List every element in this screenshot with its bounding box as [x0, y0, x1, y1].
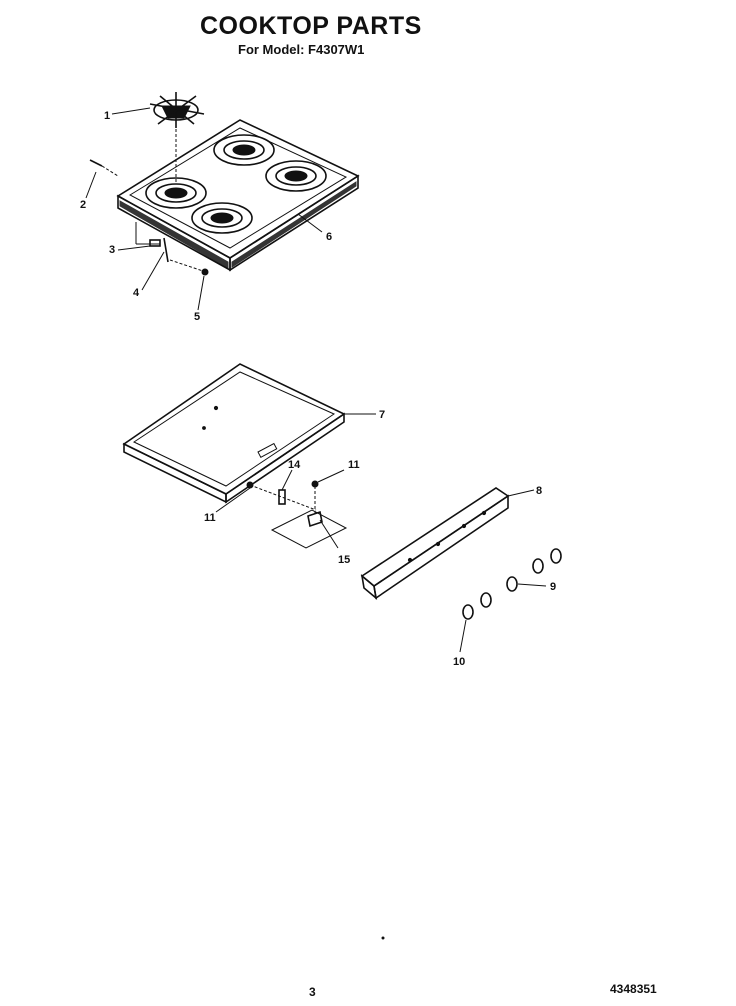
callout-11-left: 11: [204, 512, 216, 524]
callout-9: 9: [550, 581, 556, 593]
callout-8: 8: [536, 485, 542, 497]
knobs-part-10: [459, 592, 492, 653]
callout-10: 10: [453, 656, 465, 668]
callout-6: 6: [326, 231, 332, 243]
burner-grate-part: [149, 92, 205, 184]
callout-5: 5: [194, 311, 200, 323]
screw-part-2: [85, 159, 119, 199]
callout-15: 15: [338, 554, 350, 566]
callout-3: 3: [109, 244, 115, 256]
callout-2: 2: [80, 199, 86, 211]
document-number: 4348351: [610, 982, 657, 996]
callout-11-right: 11: [348, 459, 360, 471]
page-title: COOKTOP PARTS: [200, 12, 422, 40]
burner-left: [145, 177, 207, 209]
burner-front: [191, 202, 253, 234]
cooktop-assembly: [116, 119, 360, 272]
callout-4: 4: [133, 287, 140, 299]
callout-1: 1: [104, 110, 110, 122]
bracket-parts-3-4-5: [117, 222, 209, 311]
control-panel-part-8: [360, 487, 535, 600]
page-number: 3: [309, 985, 316, 999]
model-subtitle: For Model: F4307W1: [238, 42, 365, 57]
callout-14: 14: [288, 459, 301, 471]
bracket-parts-11-14-15: [215, 469, 348, 549]
callout-7: 7: [379, 409, 385, 421]
knobs-part-9: [506, 548, 562, 592]
burner-rear-right: [213, 134, 275, 166]
burner-right: [265, 160, 327, 192]
cooktop-tray-part-7: [122, 363, 376, 504]
